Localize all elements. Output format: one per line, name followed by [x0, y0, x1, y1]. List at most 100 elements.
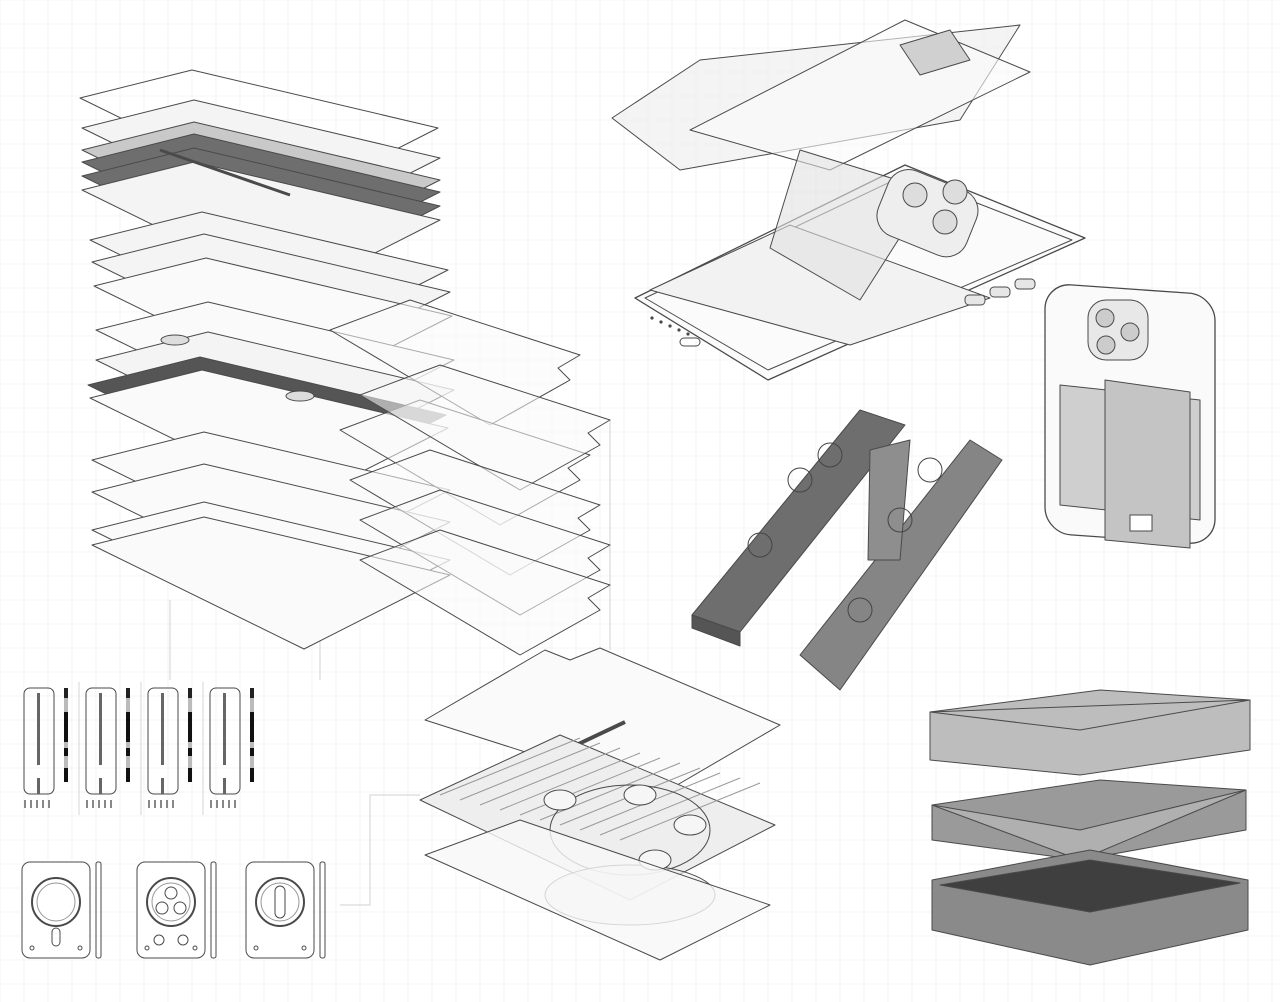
- camera-lens: [1095, 308, 1115, 328]
- callout-label-mark: [42, 800, 44, 808]
- layer-legend-bar: [126, 748, 130, 756]
- section-core: [223, 693, 226, 765]
- layer-legend-bar: [126, 698, 130, 712]
- corner-hole: [77, 945, 83, 951]
- layer-legend-bar: [126, 768, 130, 782]
- section-core: [99, 693, 102, 765]
- card-thumb-slot: [1129, 514, 1153, 532]
- phone-side-stand-view: [1044, 284, 1216, 549]
- side-profile: [210, 861, 217, 959]
- layer-legend-bar: [250, 742, 254, 748]
- callout-label-mark: [148, 800, 150, 808]
- section-core: [161, 778, 164, 794]
- callout-label-mark: [98, 800, 100, 808]
- layer-legend-bar: [64, 688, 68, 692]
- camera-lens: [902, 182, 928, 208]
- layer-legend-bar: [250, 756, 254, 768]
- rib-line: [599, 777, 741, 836]
- charging-port: [679, 337, 701, 347]
- callout-label-mark: [166, 800, 168, 808]
- callout-label-mark: [104, 800, 106, 808]
- side-button: [1014, 278, 1036, 290]
- section-core: [37, 778, 40, 794]
- box-base-interior: [939, 859, 1241, 913]
- packaging-box-exploded: [929, 689, 1251, 966]
- magnet-ring: [817, 442, 843, 468]
- slot-cutout: [159, 148, 291, 197]
- layer-legend-bar: [126, 742, 130, 748]
- callout-label-mark: [234, 800, 236, 808]
- magnet-disc: [164, 886, 178, 900]
- magnet-disc: [155, 901, 169, 915]
- callout-label-mark: [36, 800, 38, 808]
- rib-line: [619, 782, 761, 841]
- speaker-hole: [650, 316, 654, 320]
- layer-legend-bar: [64, 756, 68, 768]
- callout-label-mark: [24, 800, 26, 808]
- layer-legend-bar: [188, 698, 192, 712]
- slot-icon: [274, 885, 286, 919]
- magnet-ring-inner: [151, 882, 191, 922]
- magnet-disc: [543, 789, 577, 811]
- phone-with-stand-isometric: [611, 19, 1086, 381]
- camera-lens: [1096, 335, 1116, 355]
- corner-hole: [253, 945, 259, 951]
- magnet-ring: [847, 597, 873, 623]
- magnet-disc: [673, 814, 707, 836]
- callout-label-mark: [92, 800, 94, 808]
- section-core: [223, 778, 226, 794]
- camera-lens: [1120, 322, 1140, 342]
- layer-legend-bar: [64, 698, 68, 712]
- box-lid-top: [929, 689, 1251, 776]
- layer-legend-bar: [250, 692, 254, 698]
- magnet-disc: [623, 784, 657, 806]
- magnet-ring: [255, 877, 305, 927]
- layer-legend-bar: [250, 688, 254, 692]
- rib-line: [479, 747, 621, 806]
- magnet-ring-inner: [260, 882, 300, 922]
- tray-inner: [931, 789, 1247, 861]
- card-edge: [691, 614, 741, 647]
- layer-legend-bar: [188, 768, 192, 782]
- callout-label-mark: [30, 800, 32, 808]
- camera-lens: [942, 179, 968, 205]
- callout-label-mark: [222, 800, 224, 808]
- section-core: [99, 778, 102, 794]
- rib-line: [499, 752, 641, 811]
- layer-legend-bar: [250, 748, 254, 756]
- layer-legend-bar: [64, 748, 68, 756]
- section-core: [161, 693, 164, 765]
- rib-line: [439, 737, 581, 796]
- layer-legend-bar: [126, 756, 130, 768]
- stand-base-plate: [649, 224, 991, 346]
- dark-wallet-cards: [691, 409, 1003, 691]
- corner-hole: [192, 945, 198, 951]
- side-button: [989, 286, 1011, 298]
- layer-legend-bar: [188, 692, 192, 698]
- rib-line: [519, 757, 661, 816]
- corner-hole: [144, 945, 150, 951]
- speaker-hole: [659, 320, 663, 324]
- pull-tab-sheet: [359, 529, 611, 656]
- layer-legend-bar: [188, 712, 192, 742]
- section-core: [37, 693, 40, 765]
- callout-label-mark: [228, 800, 230, 808]
- front-card-outline: [136, 861, 206, 959]
- front-card-outline: [21, 861, 91, 959]
- layer-legend-bar: [64, 692, 68, 698]
- layer-legend-bar: [250, 768, 254, 782]
- magnet-ring: [31, 877, 81, 927]
- rib-line: [539, 762, 681, 821]
- magnet-ring-inner: [36, 882, 76, 922]
- callout-label-mark: [154, 800, 156, 808]
- magnet-disc: [173, 901, 187, 915]
- connector-line: [340, 794, 420, 906]
- side-profile: [319, 861, 326, 959]
- layer-legend-bar: [250, 712, 254, 742]
- layer-legend-bar: [188, 756, 192, 768]
- layer-legend-bar: [64, 742, 68, 748]
- magnet-disc: [285, 390, 315, 402]
- rib-line: [459, 742, 601, 801]
- exploded-pull-tabs: [329, 299, 611, 656]
- corner-hole: [29, 945, 35, 951]
